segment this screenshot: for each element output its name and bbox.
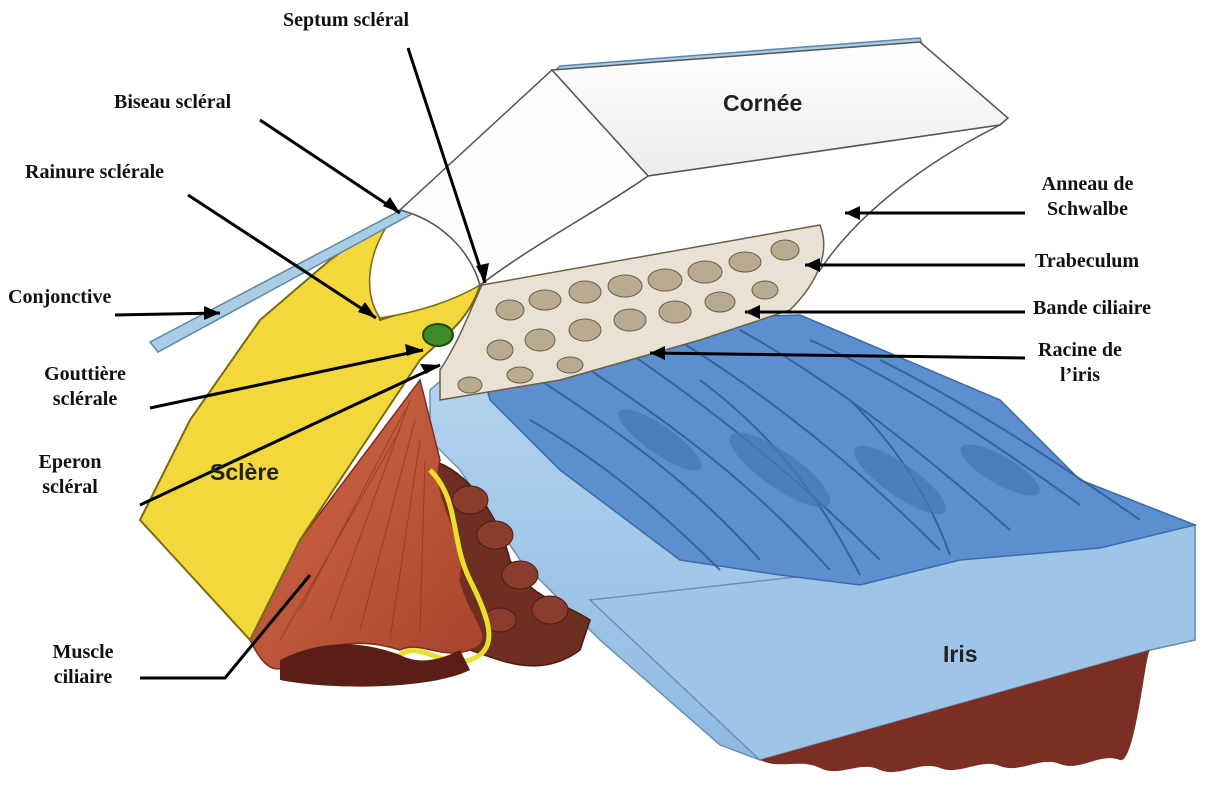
label-anneau-schwalbe: Anneau de Schwalbe <box>1030 172 1145 222</box>
label-muscle-ciliaire: Muscle ciliaire <box>28 640 138 690</box>
cornea-label: Cornée <box>723 90 802 117</box>
iris-label: Iris <box>943 641 978 668</box>
label-bande-ciliaire: Bande ciliaire <box>1033 296 1151 321</box>
label-biseau-scleral: Biseau scléral <box>114 90 231 115</box>
label-gouttiere-sclerale: Gouttière sclérale <box>30 362 140 412</box>
label-trabeculum: Trabeculum <box>1035 249 1139 274</box>
label-rainure-sclerale: Rainure sclérale <box>25 160 164 185</box>
label-racine-iris: Racine de l’iris <box>1030 338 1130 388</box>
label-conjonctive: Conjonctive <box>8 285 111 310</box>
label-septum-scleral: Septum scléral <box>283 8 409 33</box>
label-eperon-scleral: Eperon scléral <box>25 450 115 500</box>
sclera-label: Sclère <box>210 459 279 486</box>
